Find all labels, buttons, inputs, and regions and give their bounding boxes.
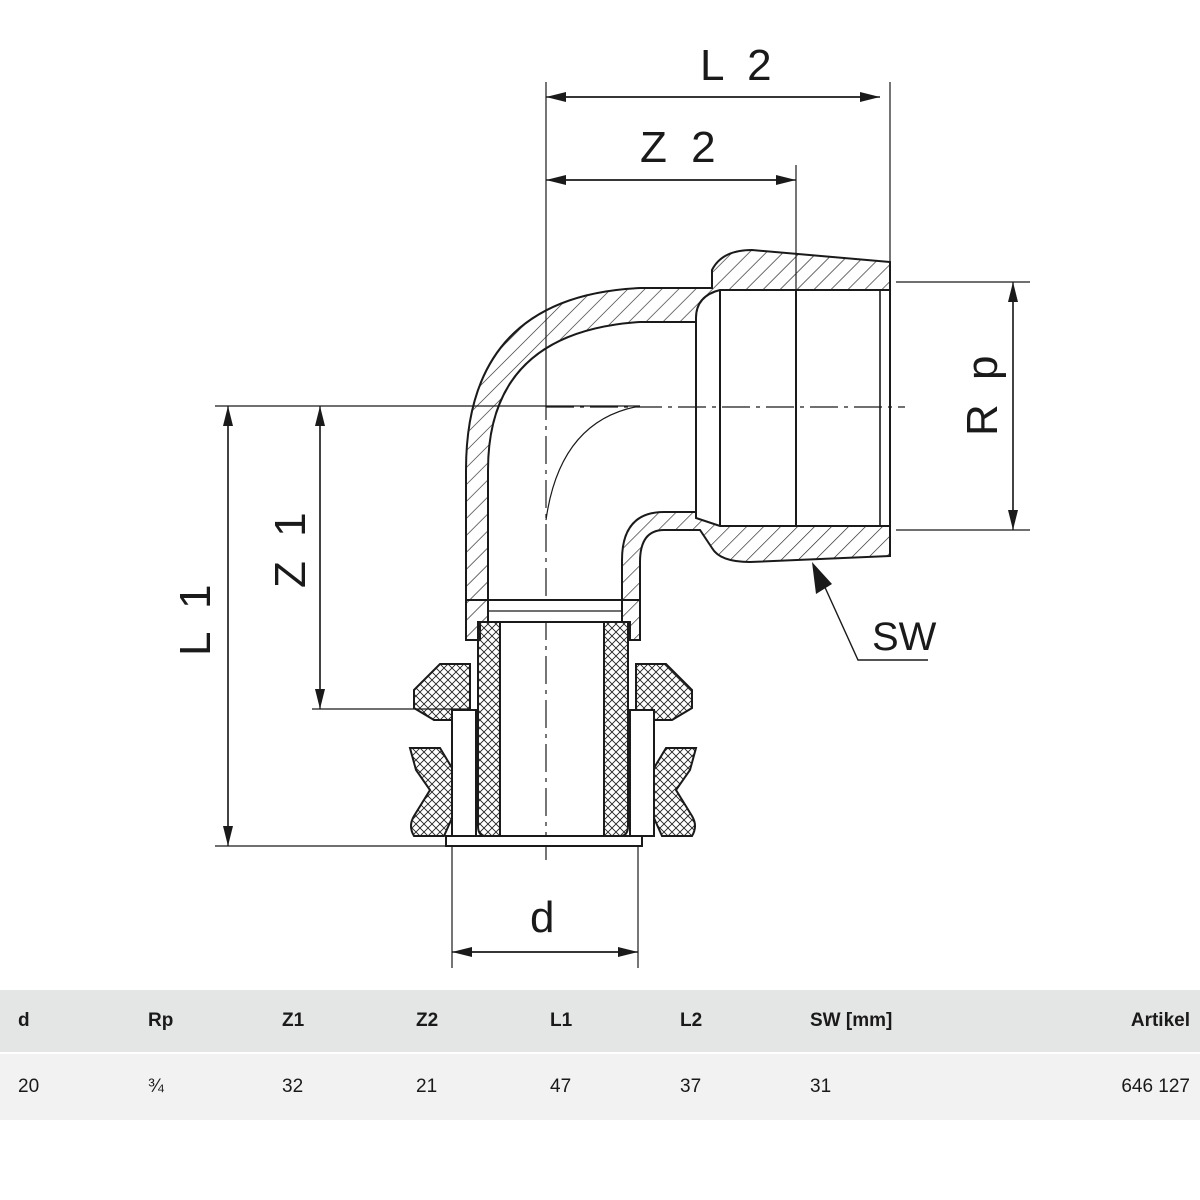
cell-l2: 37 bbox=[680, 1054, 810, 1120]
label-Rp: R p bbox=[958, 350, 1007, 436]
cell-rp: ¾ bbox=[148, 1054, 282, 1120]
header-l1: L1 bbox=[550, 990, 680, 1052]
fitting-technical-drawing: L 2 Z 2 R p Z 1 L 1 SW d bbox=[171, 41, 1030, 968]
header-z1: Z1 bbox=[282, 990, 416, 1052]
table-row: 20 ¾ 32 21 47 37 31 646 127 bbox=[0, 1054, 1200, 1120]
press-connector bbox=[408, 599, 698, 847]
dimension-lines bbox=[223, 92, 1018, 957]
header-sw: SW [mm] bbox=[810, 990, 1010, 1052]
label-d: d bbox=[530, 893, 560, 942]
cell-l1: 47 bbox=[550, 1054, 680, 1120]
extension-lines bbox=[215, 82, 1030, 968]
label-Z2: Z 2 bbox=[640, 123, 722, 172]
center-lines bbox=[545, 406, 905, 860]
label-L2: L 2 bbox=[700, 41, 778, 90]
table-header-row: d Rp Z1 Z2 L1 L2 SW [mm] Artikel bbox=[0, 990, 1200, 1052]
header-l2: L2 bbox=[680, 990, 810, 1052]
header-z2: Z2 bbox=[416, 990, 550, 1052]
cell-d: 20 bbox=[0, 1054, 148, 1120]
cell-z2: 21 bbox=[416, 1054, 550, 1120]
sw-leader bbox=[817, 571, 928, 661]
cell-sw: 31 bbox=[810, 1054, 1010, 1120]
cell-z1: 32 bbox=[282, 1054, 416, 1120]
header-artikel: Artikel bbox=[1010, 990, 1200, 1052]
elbow-body bbox=[465, 248, 891, 601]
header-rp: Rp bbox=[148, 990, 282, 1052]
label-SW: SW bbox=[872, 615, 937, 659]
label-L1: L 1 bbox=[171, 578, 220, 656]
label-Z1: Z 1 bbox=[266, 506, 315, 588]
sw-arrowhead bbox=[812, 562, 832, 594]
header-d: d bbox=[0, 990, 148, 1052]
dimension-table: d Rp Z1 Z2 L1 L2 SW [mm] Artikel 20 ¾ 32… bbox=[0, 990, 1200, 1120]
cell-artikel: 646 127 bbox=[1010, 1054, 1200, 1120]
